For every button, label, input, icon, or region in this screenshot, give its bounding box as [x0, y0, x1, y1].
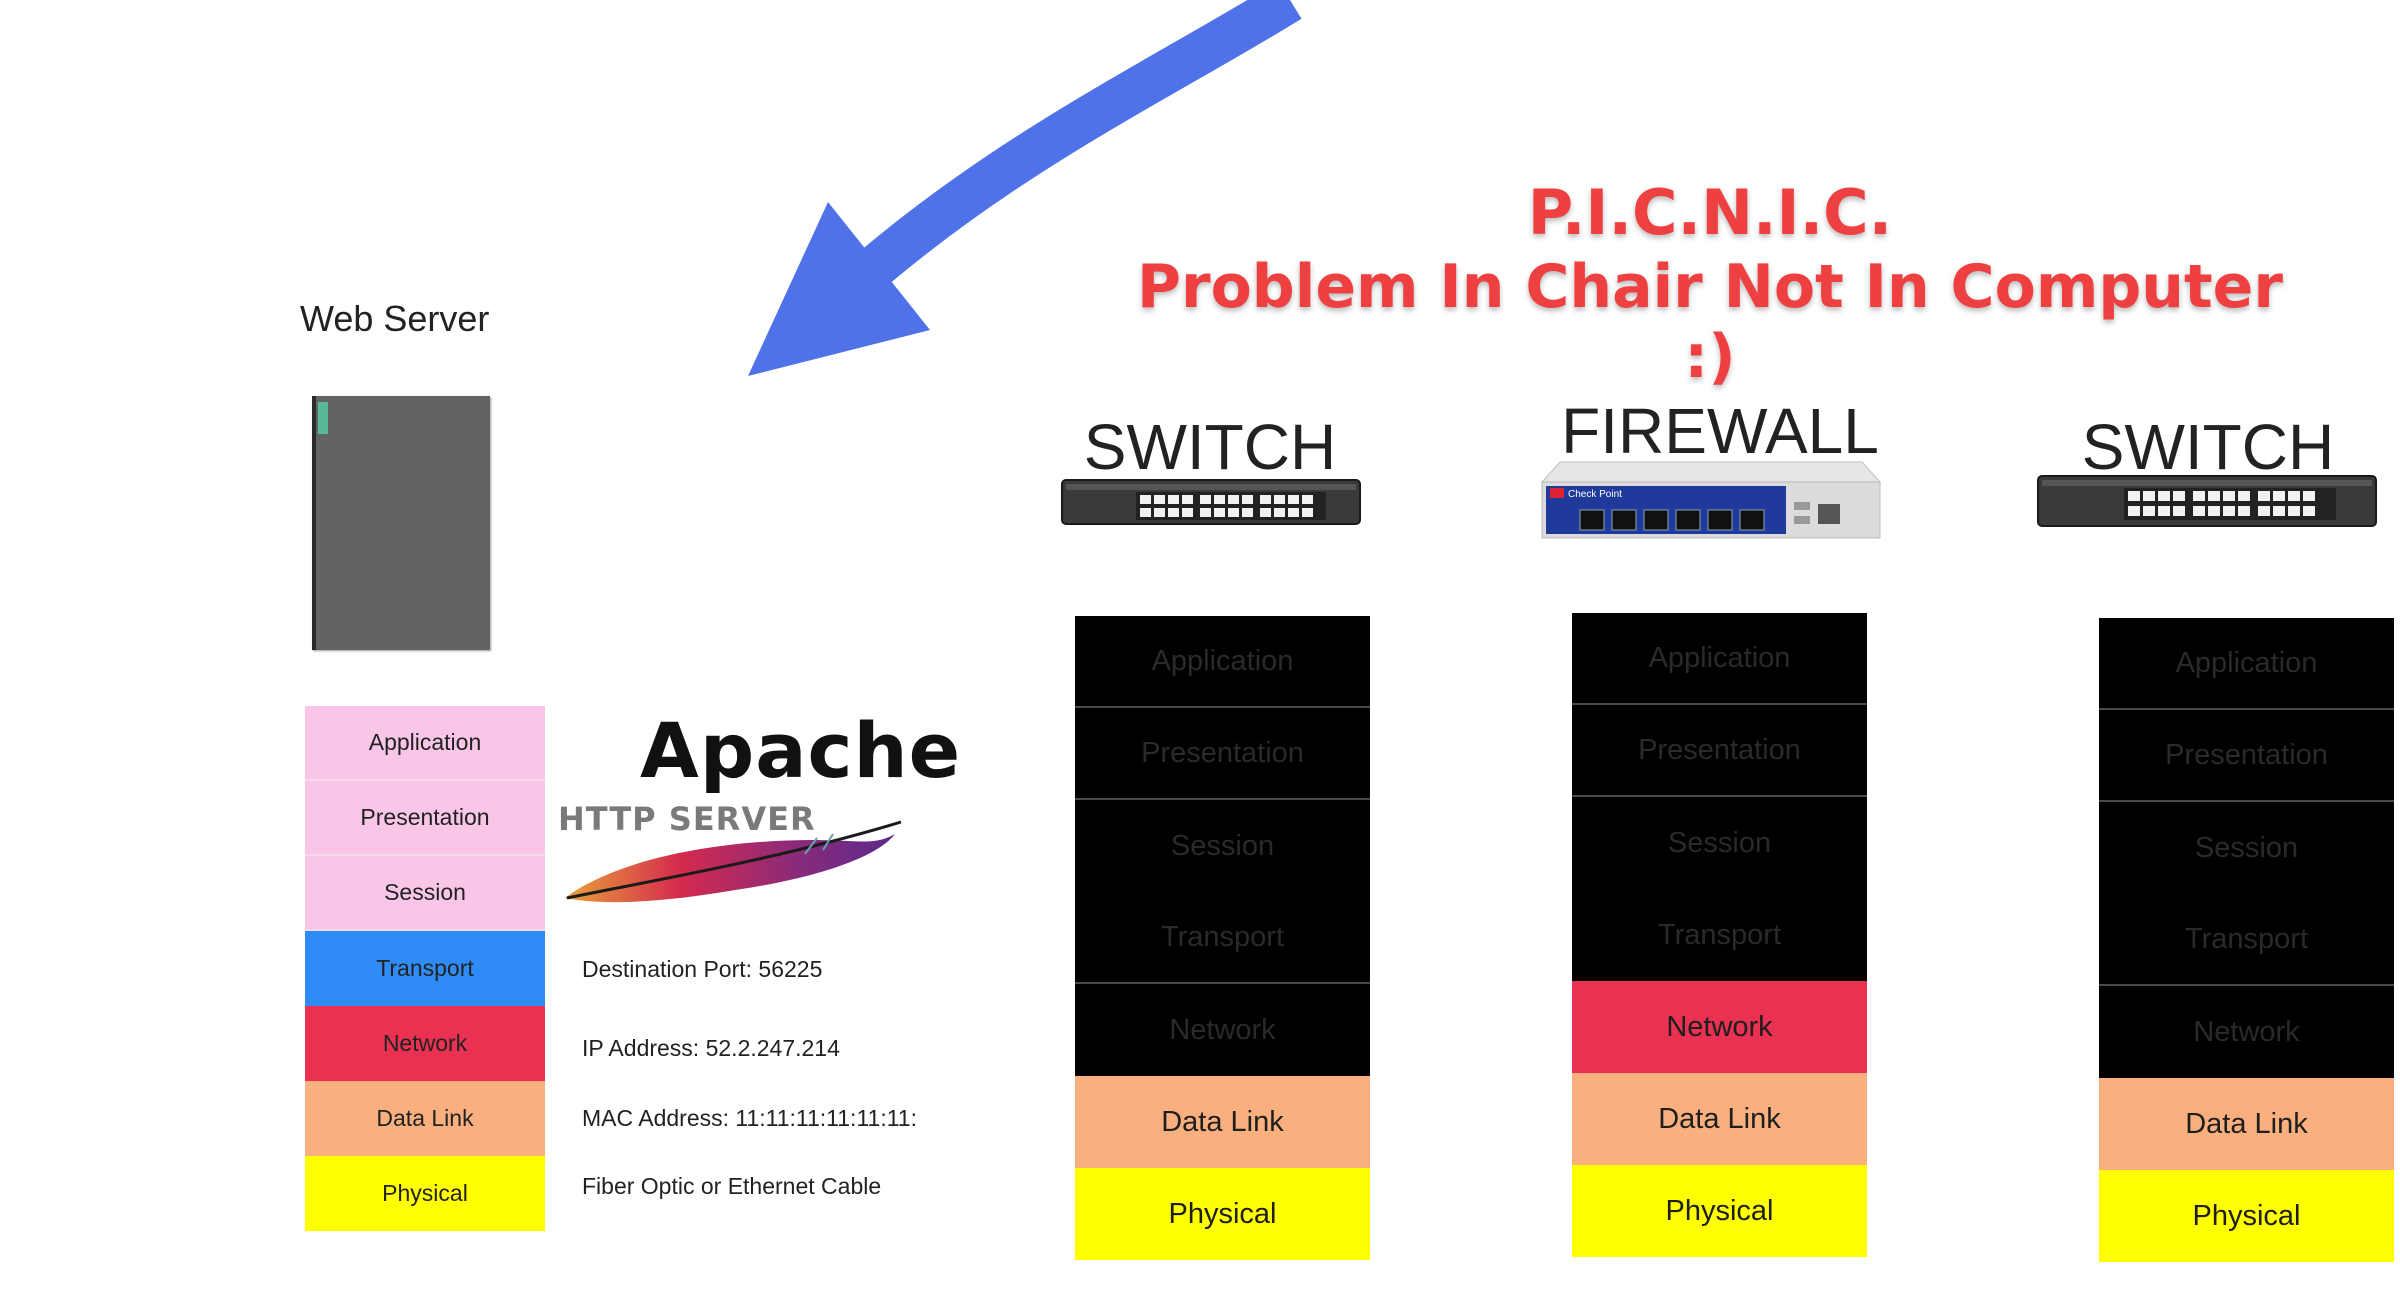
destination-port-text: Destination Port: 56225	[582, 956, 823, 982]
layer-session: Session	[1075, 800, 1370, 892]
layer-network: Network	[305, 1006, 545, 1081]
layer-physical: Physical	[1572, 1165, 1867, 1257]
server-led	[318, 402, 328, 434]
layer-physical: Physical	[1075, 1168, 1370, 1260]
layer-transport: Transport	[1075, 892, 1370, 984]
web-server-osi-stack: Application Presentation Session Transpo…	[305, 706, 545, 1231]
layer-physical: Physical	[305, 1156, 545, 1231]
layer-presentation: Presentation	[1075, 708, 1370, 800]
web-server-label: Web Server	[300, 298, 490, 339]
server-icon	[312, 396, 490, 650]
picnic-subtitle: Problem In Chair Not In Computer :)	[1137, 252, 2283, 392]
layer-data-link: Data Link	[305, 1081, 545, 1156]
layer-network: Network	[1075, 984, 1370, 1076]
layer-session: Session	[1572, 797, 1867, 889]
cable-text: Fiber Optic or Ethernet Cable	[582, 1173, 882, 1199]
picnic-title: P.I.C.N.I.C.	[1527, 176, 1893, 249]
mac-address-text: MAC Address: 11:11:11:11:11:11:	[582, 1105, 917, 1131]
apache-feather-icon	[565, 820, 902, 903]
layer-network: Network	[1572, 981, 1867, 1073]
switch-icon	[2037, 475, 2377, 527]
layer-session: Session	[2099, 802, 2394, 894]
firewall-title: FIREWALL	[1561, 395, 1879, 467]
layer-transport: Transport	[2099, 894, 2394, 986]
layer-presentation: Presentation	[1572, 705, 1867, 797]
firewall-brand: Check Point	[1568, 489, 1622, 500]
apache-logo-text: Apache	[640, 706, 962, 795]
layer-presentation: Presentation	[2099, 710, 2394, 802]
switch-1-title: SWITCH	[1083, 411, 1337, 483]
layer-transport: Transport	[1572, 889, 1867, 981]
layer-data-link: Data Link	[1075, 1076, 1370, 1168]
layer-application: Application	[1075, 616, 1370, 708]
layer-network: Network	[2099, 986, 2394, 1078]
firewall-icon: Check Point	[1540, 461, 1882, 539]
switch-icon	[1061, 479, 1361, 525]
apache-logo-subtext: HTTP SERVER	[558, 800, 816, 838]
layer-application: Application	[2099, 618, 2394, 710]
switch-2-osi-stack: Application Presentation Session Transpo…	[2099, 618, 2394, 1262]
layer-transport: Transport	[305, 931, 545, 1006]
layer-session: Session	[305, 856, 545, 931]
layer-data-link: Data Link	[2099, 1078, 2394, 1170]
layer-data-link: Data Link	[1572, 1073, 1867, 1165]
switch-1-osi-stack: Application Presentation Session Transpo…	[1075, 616, 1370, 1260]
firewall-osi-stack: Application Presentation Session Transpo…	[1572, 613, 1867, 1257]
layer-physical: Physical	[2099, 1170, 2394, 1262]
ip-address-text: IP Address: 52.2.247.214	[582, 1035, 840, 1061]
layer-application: Application	[1572, 613, 1867, 705]
layer-application: Application	[305, 706, 545, 781]
layer-presentation: Presentation	[305, 781, 545, 856]
switch-2-title: SWITCH	[2081, 411, 2335, 483]
